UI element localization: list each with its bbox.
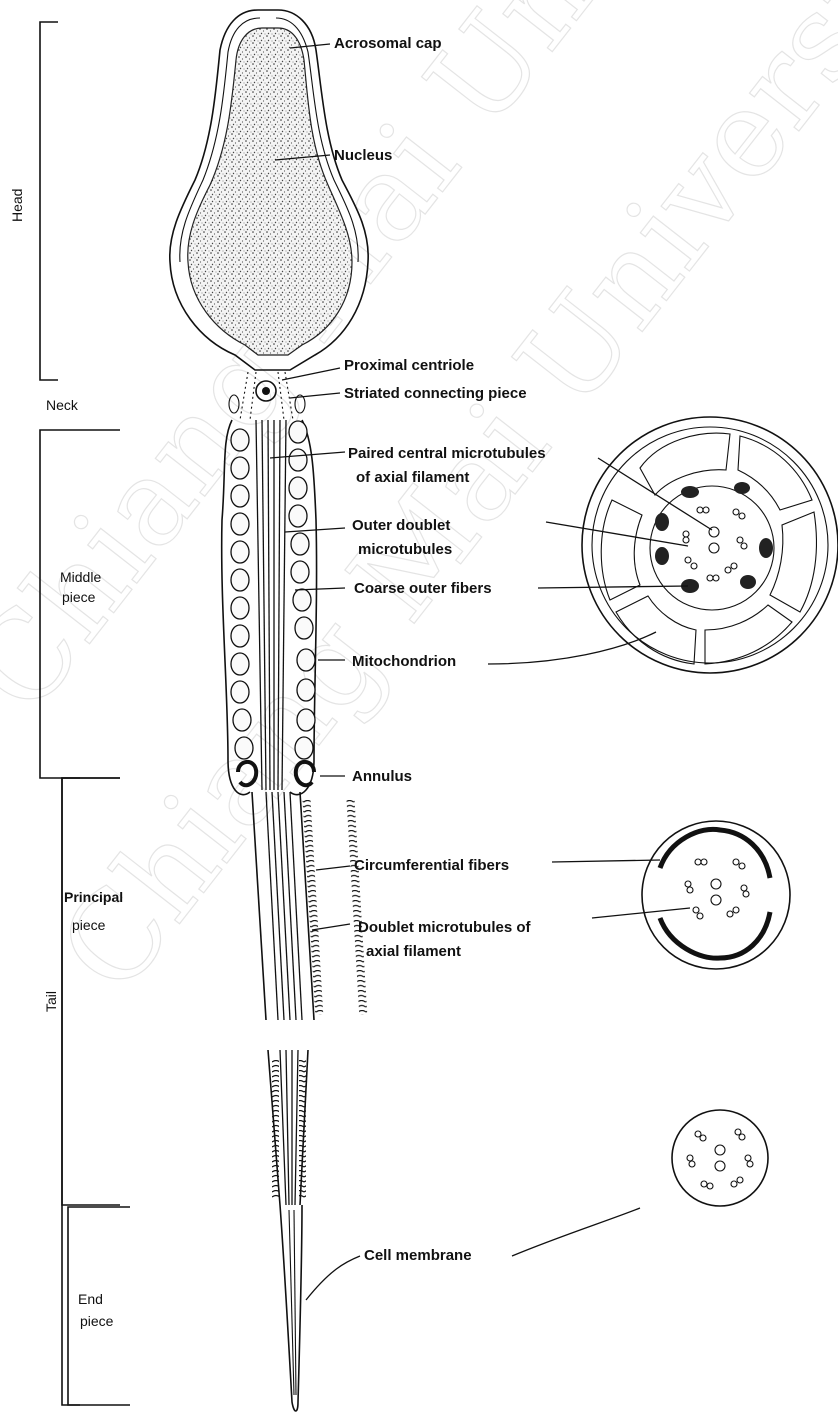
label-striated-connecting-piece: Striated connecting piece bbox=[344, 385, 527, 402]
principal-piece-lower bbox=[268, 1050, 308, 1205]
circumferential-fibers-right bbox=[347, 800, 368, 1015]
label-proximal-centriole: Proximal centriole bbox=[344, 357, 474, 374]
cs-end-outer bbox=[672, 1110, 768, 1206]
label-nucleus: Nucleus bbox=[334, 147, 392, 164]
region-label-end-2: piece bbox=[80, 1313, 114, 1329]
label-acrosomal-cap: Acrosomal cap bbox=[334, 35, 442, 52]
circumferential-fibers-left bbox=[303, 800, 324, 1015]
head-bracket bbox=[40, 22, 58, 380]
label-doublet-axial-2: axial filament bbox=[366, 943, 461, 960]
label-paired-central-1: Paired central microtubules bbox=[348, 445, 546, 462]
label-outer-doublet-1: Outer doublet bbox=[352, 517, 450, 534]
cs-principal-fibers-top bbox=[660, 829, 770, 878]
label-cell-membrane: Cell membrane bbox=[364, 1247, 472, 1264]
axial-filament-lower bbox=[280, 1050, 298, 1205]
centriole-core bbox=[262, 387, 270, 395]
region-label-middle-1: Middle bbox=[60, 569, 101, 585]
region-label-head: Head bbox=[9, 189, 25, 222]
region-label-neck: Neck bbox=[46, 397, 79, 413]
nucleus-stippled bbox=[188, 28, 352, 355]
region-label-tail: Tail bbox=[43, 991, 59, 1012]
label-annulus: Annulus bbox=[352, 768, 412, 785]
cross-section-middle-piece bbox=[582, 417, 838, 673]
label-coarse-outer-fibers: Coarse outer fibers bbox=[354, 580, 492, 597]
cs-principal-doublets bbox=[685, 859, 749, 919]
region-label-principal-2: piece bbox=[72, 917, 106, 933]
cross-section-principal-piece bbox=[642, 821, 790, 969]
cs-principal-fibers-bottom bbox=[660, 912, 770, 958]
cs-middle-inner-ring bbox=[650, 486, 774, 610]
end-piece bbox=[280, 1205, 302, 1411]
label-doublet-axial-1: Doublet microtubules of bbox=[358, 919, 532, 936]
circumferential-fibers-lower-right bbox=[299, 1058, 306, 1198]
region-label-middle-2: piece bbox=[62, 589, 96, 605]
cs-end-doublets bbox=[687, 1129, 753, 1189]
label-mitochondrion: Mitochondrion bbox=[352, 653, 456, 670]
circumferential-fibers-lower-left bbox=[272, 1058, 279, 1198]
region-label-end-1: End bbox=[78, 1291, 103, 1307]
end-piece-outline bbox=[280, 1205, 302, 1411]
region-label-principal-1: Principal bbox=[64, 889, 123, 905]
label-outer-doublet-2: microtubules bbox=[358, 541, 452, 558]
label-circumferential-fibers: Circumferential fibers bbox=[354, 857, 509, 874]
label-paired-central-2: of axial filament bbox=[356, 469, 469, 486]
cross-section-end-piece bbox=[672, 1110, 768, 1206]
tail-bracket bbox=[62, 778, 80, 1405]
